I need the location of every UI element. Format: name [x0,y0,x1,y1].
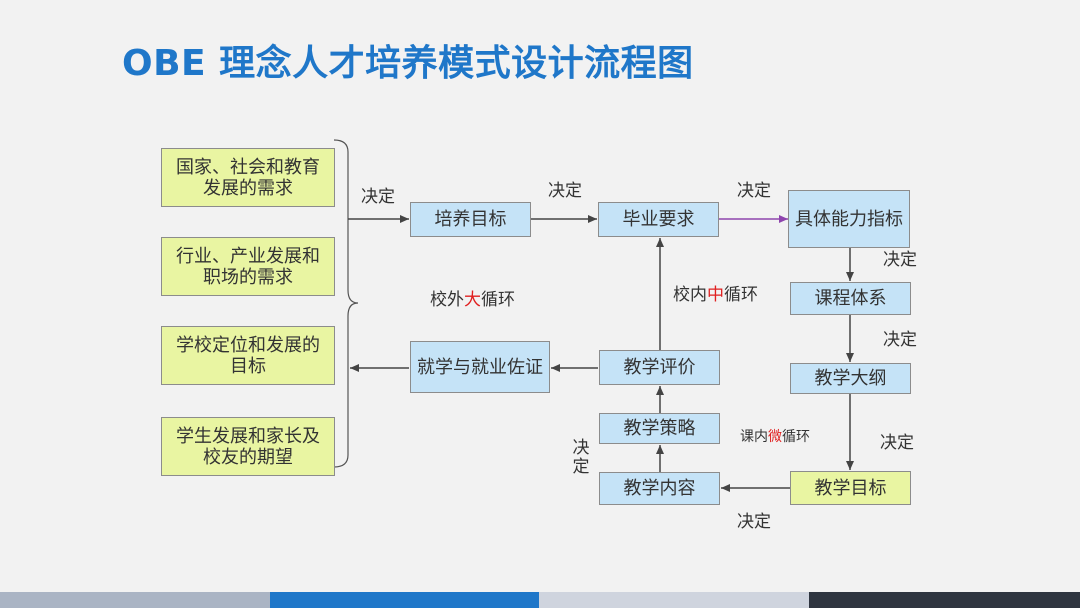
node-teaching-goal: 教学目标 [790,471,911,505]
decide-label-5: 决定 [883,330,917,350]
need-school: 学校定位和发展的目标 [161,326,335,385]
needs-bracket [333,139,359,468]
node-teaching-eval: 教学评价 [599,350,720,385]
decide-label-vertical: 决定 [572,438,590,477]
node-ability-indicator: 具体能力指标 [788,190,910,248]
decide-label-1: 决定 [361,187,395,207]
page-title: OBE 理念人才培养模式设计流程图 [122,43,694,84]
node-curriculum-system: 课程体系 [790,282,911,315]
footer-bar-1 [0,592,270,608]
decide-label-3: 决定 [737,181,771,201]
node-teaching-strategy: 教学策略 [599,413,720,444]
outer-loop-label: 校外大循环 [430,290,515,310]
node-graduation-req: 毕业要求 [598,202,719,237]
need-student: 学生发展和家长及校友的期望 [161,417,335,476]
micro-loop-label: 课内微循环 [740,429,810,445]
decide-label-6: 决定 [880,433,914,453]
node-teaching-content: 教学内容 [599,472,720,505]
decide-label-2: 决定 [548,181,582,201]
node-employment-proof: 就学与就业佐证 [410,341,550,393]
footer-bar-2 [270,592,539,608]
need-national: 国家、社会和教育发展的需求 [161,148,335,207]
node-training-goal: 培养目标 [410,202,531,237]
need-industry: 行业、产业发展和职场的需求 [161,237,335,296]
node-syllabus: 教学大纲 [790,363,911,394]
decide-label-7: 决定 [737,512,771,532]
middle-loop-label: 校内中循环 [673,285,758,305]
decide-label-4: 决定 [883,250,917,270]
footer-bar-3 [539,592,809,608]
footer-bar-4 [809,592,1080,608]
